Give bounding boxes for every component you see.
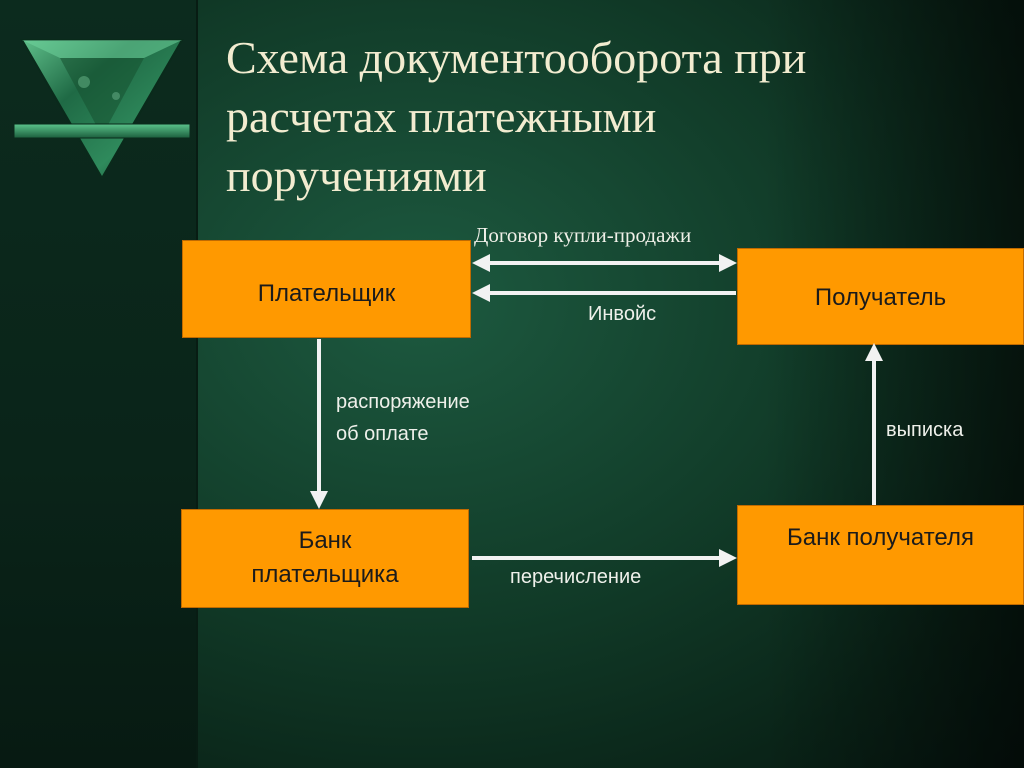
payment-order-edge-label: распоряжение об оплате [336, 386, 470, 450]
recipient-bank-node-label: Банк получателя [787, 524, 974, 551]
title-line-2: расчетах платежными [226, 91, 657, 142]
recipient-node-label: Получатель [814, 284, 947, 311]
right-shadow-fade [764, 0, 1024, 768]
recipient-bank-node: Банк получателя [737, 505, 1024, 605]
contract-edge-label: Договор купли-продажи [474, 223, 692, 247]
invoice-edge-label: Инвойс [588, 303, 657, 325]
statement-edge-label: выписка [886, 419, 964, 441]
contract-arrow [472, 254, 737, 272]
payment-order-label-line-2: об оплате [336, 423, 429, 445]
payment-order-arrow [310, 339, 328, 509]
page-title: Схема документооборота при расчетах плат… [226, 28, 986, 205]
payer-node-label: Плательщик [257, 280, 396, 307]
payment-order-label-line-1: распоряжение [336, 391, 470, 413]
payer-node: Плательщик [182, 240, 471, 338]
payer-bank-node: Банк плательщика [181, 509, 469, 608]
recipient-node: Получатель [737, 248, 1024, 345]
transfer-edge-label: перечисление [510, 566, 642, 588]
title-line-3: поручениями [226, 150, 487, 201]
payer-bank-label-line-1: Банк [298, 527, 352, 554]
title-line-1: Схема документооборота при [226, 32, 807, 83]
emerald-triangle-logo-icon [14, 39, 190, 180]
payer-bank-label-line-2: плательщика [251, 561, 399, 588]
